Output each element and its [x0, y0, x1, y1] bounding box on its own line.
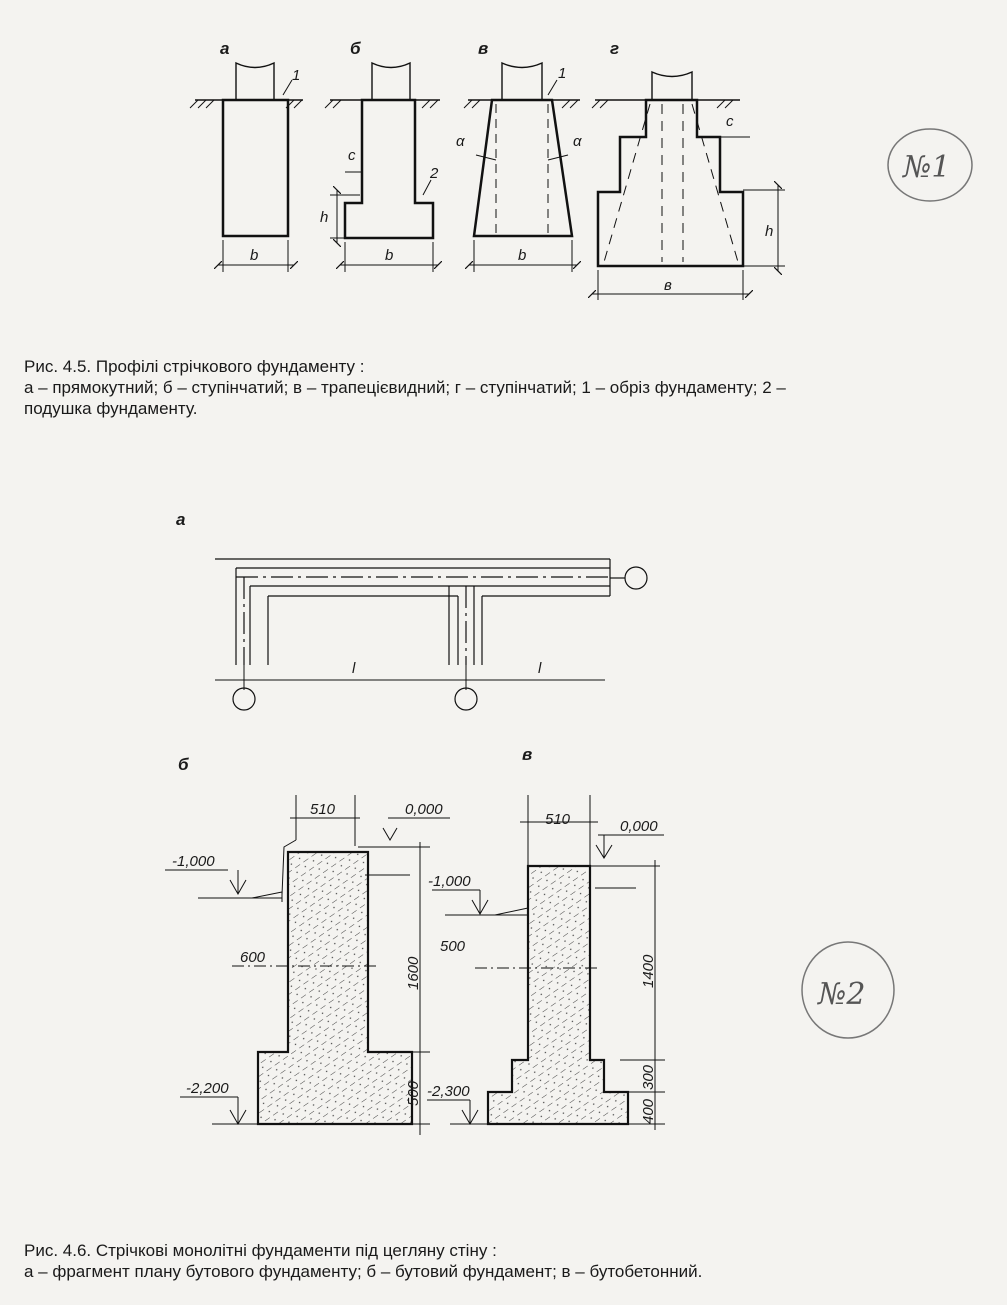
profile-stepped-wide — [592, 70, 785, 300]
marker-1-a: 1 — [292, 67, 300, 84]
section-rubble-concrete — [427, 795, 665, 1130]
dim-alpha-left: α — [456, 133, 465, 150]
panel-label-section-v: в — [522, 745, 532, 764]
dim-c-g: c — [726, 113, 734, 130]
caption-line: а – фрагмент плану бутового фундаменту; … — [24, 1262, 703, 1281]
b-height-main: 1600 — [405, 956, 422, 990]
v-level-zero: 0,000 — [620, 818, 658, 835]
panel-label-g: г — [610, 39, 619, 58]
panel-label-section-b: б — [178, 755, 189, 774]
figure-4-5 — [189, 61, 785, 300]
v-width-top: 510 — [545, 811, 571, 828]
panel-label-a: а — [220, 39, 229, 58]
section-rubble — [165, 795, 450, 1135]
handwritten-note-1: №1 — [887, 128, 973, 202]
marker-2-b: 2 — [429, 165, 439, 182]
v-level-bottom: -2,300 — [427, 1083, 470, 1100]
foundation-plan — [215, 558, 648, 711]
figure-4-6-labels: а б в l l 510 0,000 -1,000 600 1600 -2,2… — [172, 510, 658, 1124]
panel-label-plan: а — [176, 510, 185, 529]
b-level-zero: 0,000 — [405, 801, 443, 818]
dim-alpha-right: α — [573, 133, 582, 150]
note-1-text: №1 — [901, 150, 950, 185]
v-height-step1: 300 — [640, 1064, 657, 1090]
b-width-top: 510 — [310, 801, 336, 818]
v-width-mid: 500 — [440, 938, 466, 955]
b-level-bottom: -2,200 — [186, 1080, 229, 1097]
b-level-basement: -1,000 — [172, 853, 215, 870]
dim-c-b: c — [348, 147, 356, 164]
marker-1-v: 1 — [558, 65, 566, 82]
dim-b-g: в — [664, 277, 672, 294]
plan-span-1: l — [352, 660, 356, 677]
dim-b-v: b — [518, 247, 526, 264]
caption-title: Рис. 4.5. Профілі стрічкового фундаменту… — [24, 357, 365, 376]
profile-stepped — [324, 61, 440, 272]
v-height-step2: 400 — [640, 1098, 657, 1124]
handwritten-note-2: №2 — [801, 941, 895, 1039]
b-height-bottom: 500 — [405, 1080, 422, 1106]
panel-label-v: в — [478, 39, 488, 58]
b-width-mid: 600 — [240, 949, 266, 966]
profile-rectangular — [189, 61, 303, 272]
profile-trapezoid — [463, 61, 580, 272]
v-level-basement: -1,000 — [428, 873, 471, 890]
figure-4-6-caption: Рис. 4.6. Стрічкові монолітні фундаменти… — [24, 1240, 984, 1282]
dim-h-b: h — [320, 209, 328, 226]
dim-h-g: h — [765, 223, 773, 240]
caption-title: Рис. 4.6. Стрічкові монолітні фундаменти… — [24, 1241, 497, 1260]
v-height-main: 1400 — [640, 954, 657, 988]
ground-hatch — [189, 99, 303, 109]
caption-line: а – прямокутний; б – ступінчатий; в – тр… — [24, 378, 786, 397]
plan-span-2: l — [538, 660, 542, 677]
figure-4-5-caption: Рис. 4.5. Профілі стрічкового фундаменту… — [24, 356, 984, 419]
panel-label-b: б — [350, 39, 361, 58]
note-2-text: №2 — [816, 977, 865, 1012]
figure-4-5-labels: а б в г 1 1 2 b b b c h α α c h в — [220, 39, 773, 294]
dim-b-a: b — [250, 247, 258, 264]
caption-line: подушка фундаменту. — [24, 399, 198, 418]
dim-b-b: b — [385, 247, 393, 264]
